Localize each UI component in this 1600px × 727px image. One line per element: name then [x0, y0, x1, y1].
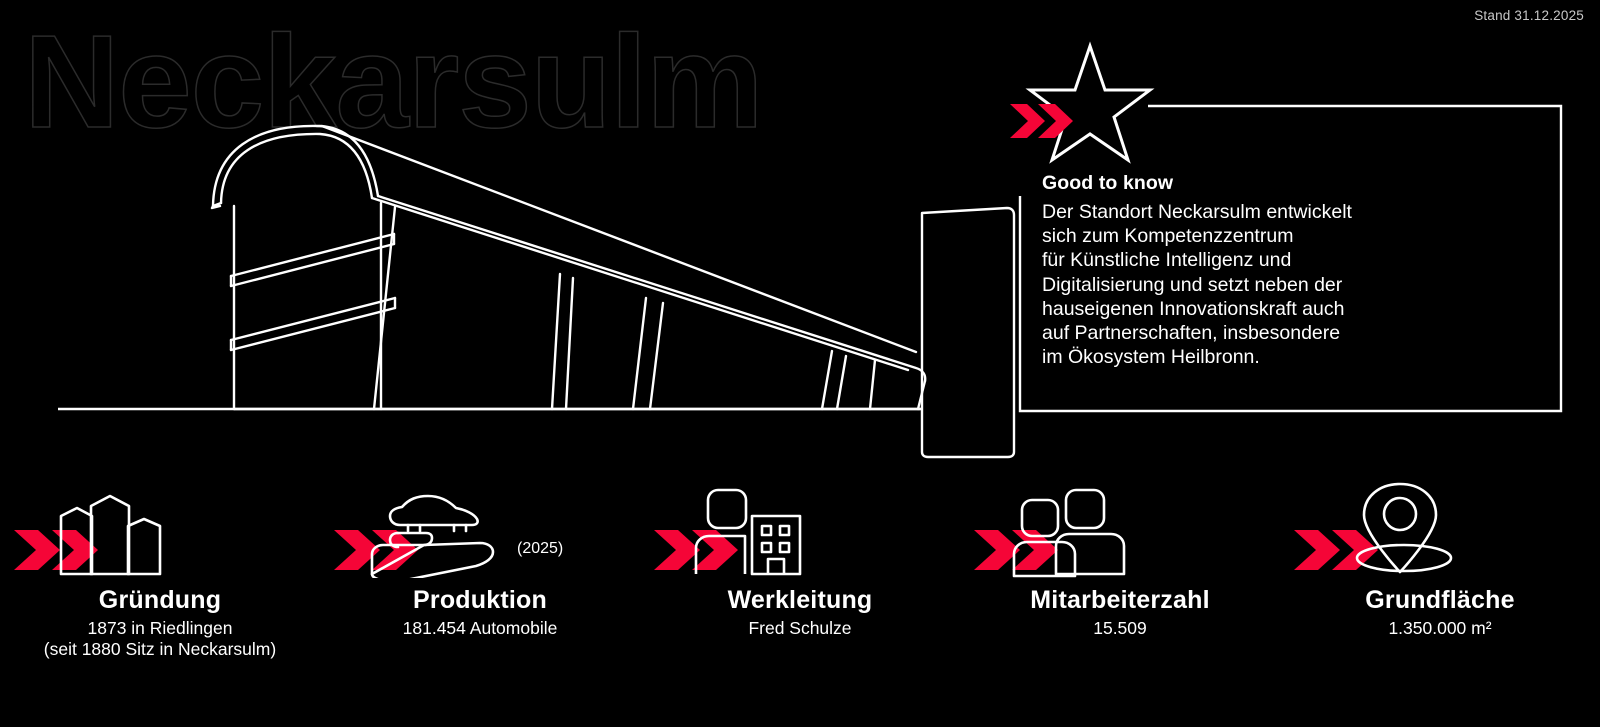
stat-value: 1873 in Riedlingen (seit 1880 Sitz in Ne…	[43, 618, 277, 659]
stat-label: Mitarbeiterzahl	[1030, 586, 1210, 614]
map-pin-icon	[1355, 482, 1453, 574]
page-title-watermark: Neckarsulm	[23, 8, 764, 155]
double-chevron-icon	[654, 530, 738, 570]
stats-row: Gründung 1873 in Riedlingen (seit 1880 S…	[0, 478, 1600, 727]
stat-label: Werkleitung	[727, 586, 873, 614]
stat-icon-werkleitung	[640, 478, 960, 578]
person-building-icon	[694, 488, 802, 576]
stat-value: 15.509	[1093, 618, 1147, 638]
car-in-hand-icon	[370, 494, 495, 578]
stat-text-werkleitung: Werkleitung Fred Schulze	[640, 586, 960, 639]
buildings-icon	[59, 494, 162, 576]
stat-label: Gründung	[98, 586, 222, 614]
stat-card-werkleitung: Werkleitung Fred Schulze	[640, 478, 960, 727]
double-chevron-icon	[334, 530, 418, 570]
stat-card-grundflaeche: Grundfläche 1.350.000 m²	[1280, 478, 1600, 727]
stat-value: 181.454 Automobile	[402, 618, 558, 638]
double-chevron-icon	[1294, 530, 1378, 570]
double-chevron-icon	[14, 530, 98, 570]
stat-text-grundflaeche: Grundfläche 1.350.000 m²	[1280, 586, 1600, 639]
stat-label: Grundfläche	[1365, 586, 1515, 614]
good-to-know-body: Der Standort Neckarsulm entwickelt sich …	[1042, 201, 1352, 369]
stat-icon-mitarbeiterzahl	[960, 478, 1280, 578]
tower-block	[920, 206, 1016, 459]
star-icon	[1025, 41, 1155, 164]
stat-icon-gruendung	[0, 478, 320, 578]
double-chevron-icon	[1010, 104, 1073, 138]
two-people-icon	[1012, 488, 1126, 578]
stat-card-gruendung: Gründung 1873 in Riedlingen (seit 1880 S…	[0, 478, 320, 727]
stat-icon-grundflaeche	[1280, 478, 1600, 578]
stat-text-gruendung: Gründung 1873 in Riedlingen (seit 1880 S…	[0, 586, 320, 660]
good-to-know-title: Good to know	[1042, 172, 1174, 194]
stat-value: 1.350.000 m²	[1388, 618, 1492, 638]
stat-card-mitarbeiterzahl: Mitarbeiterzahl 15.509	[960, 478, 1280, 727]
stand-date-label: Stand 31.12.2025	[1474, 8, 1584, 23]
stat-label: Produktion	[413, 586, 547, 614]
double-chevron-icon	[974, 530, 1058, 570]
stat-card-produktion: (2025) Produktion 181.454 Automobile	[320, 478, 640, 727]
stat-text-mitarbeiterzahl: Mitarbeiterzahl 15.509	[960, 586, 1280, 639]
stat-value: Fred Schulze	[748, 618, 852, 638]
good-to-know-frame	[1018, 104, 1563, 413]
stat-text-produktion: Produktion 181.454 Automobile	[320, 586, 640, 639]
stat-icon-produktion: (2025)	[320, 478, 640, 578]
good-to-know-panel: Good to know Der Standort Neckarsulm ent…	[1042, 172, 1487, 369]
scene-illustration	[58, 41, 1563, 459]
factory-line-art	[210, 124, 927, 411]
stat-note-produktion: (2025)	[517, 540, 564, 557]
